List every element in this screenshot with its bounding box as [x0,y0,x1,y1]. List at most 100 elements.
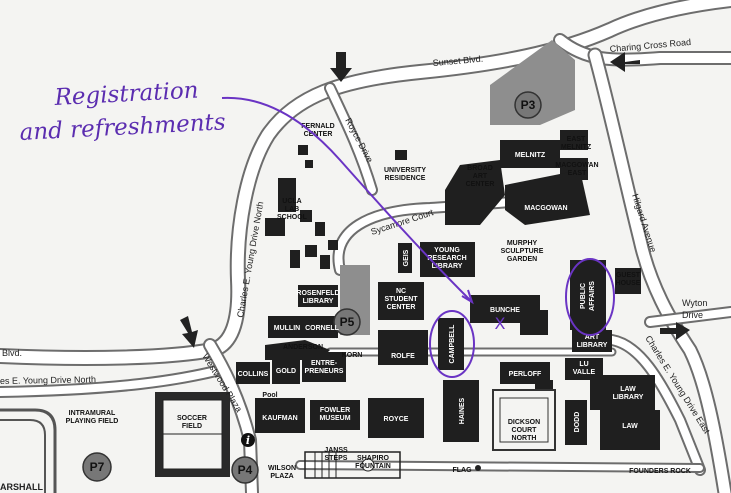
label-rosenfeld-1: ROSENFELD [296,290,339,297]
label-nc-3: CENTER [387,304,416,311]
label-founders-rock: FOUNDERS ROCK [629,468,691,475]
label-entre-2: PRENEURS [305,368,344,375]
label-lu-valle-1: LU [579,361,588,368]
label-public-affairs-1: PUBLIC [580,283,587,309]
info-icon[interactable]: i [241,433,255,447]
parking-p7-label: P7 [90,460,105,474]
label-fernald-2: CENTER [304,131,333,138]
handwritten-annotation: Registration and refreshments X [19,77,615,378]
entrance-arrow-icon [660,322,690,340]
label-royce: ROYCE [384,416,409,423]
label-anderson: ANDERSON [283,344,323,351]
label-janss-2: STEPS [325,455,348,462]
label-rosenfeld-2: LIBRARY [303,298,334,305]
building-labels: FERNALD CENTER UNIVERSITY RESIDENCE BROA… [66,123,691,480]
entrance-arrow-icon [180,316,198,348]
label-kaufman: KAUFMAN [262,415,297,422]
parking-p5-label: P5 [340,315,355,329]
parking-p5-badge[interactable]: P5 [333,308,361,336]
label-wilson-1: WILSON [268,465,296,472]
buildings [236,130,660,450]
label-guest-1: GUEST [616,272,641,279]
label-macgowan-east-2: EAST [568,170,587,177]
highlight-circle-campbell [429,310,475,378]
label-murphy-1: MURPHY [507,240,538,247]
label-korn: KORN [342,352,363,359]
label-haines: HAINES [459,397,466,424]
label-shapiro-2: FOUNTAIN [355,463,391,470]
flag-marker [475,465,481,471]
intramural-track [0,408,57,493]
parking-lot-p3 [490,40,575,125]
label-lab-3: SCHOOL [277,214,308,221]
label-entre-1: ENTRE- [311,360,338,367]
street-label-sunset: Sunset Blvd. [432,54,483,68]
label-lab-1: UCLA [282,198,301,205]
label-art-library-2: LIBRARY [577,342,608,349]
soccer-field [155,392,230,477]
label-art-library-1: ART [585,334,600,341]
label-murphy-3: GARDEN [507,256,537,263]
label-dickson-1: DICKSON [508,419,540,426]
label-macgowan: MACGOWAN [524,205,567,212]
janss-steps [304,451,401,479]
dickson-court-north [492,389,556,451]
label-melnitz: MELNITZ [515,152,546,159]
street-label-young-north-horizontal: es E. Young Drive North [0,374,96,386]
label-guest-2: HOUSE [616,280,641,287]
highlight-circle-public-affairs [565,258,615,336]
label-nc-1: NC [396,288,406,295]
label-pool: Pool [262,392,277,399]
street-label-blvd: Blvd. [2,348,22,358]
label-nc-2: STUDENT [384,296,418,303]
annotation-line-1: Registration [53,77,199,111]
label-fernald-1: FERNALD [301,123,334,130]
label-flag: FLAG [452,467,472,474]
label-fowler-1: FOWLER [320,407,350,414]
parking-p3-label: P3 [521,98,536,112]
parking-p3-badge[interactable]: P3 [514,91,542,119]
label-law-library-1: LAW [620,386,636,393]
label-lu-valle-2: VALLE [573,369,596,376]
entrance-arrow-icon [330,52,352,82]
label-law-library-2: LIBRARY [613,394,644,401]
label-law: LAW [622,423,638,430]
label-intramural-2: PLAYING FIELD [66,418,119,425]
label-mullin: MULLIN [274,325,300,332]
entrance-arrow-icon [610,52,640,72]
label-shapiro-1: SHAPIRO [357,455,389,462]
label-dodd: DODD [574,412,581,433]
label-cornell: CORNELL [305,325,340,332]
label-geis: GEIS [403,249,410,266]
label-janss-1: JANSS [324,447,348,454]
label-gold: GOLD [276,368,296,375]
label-east-melnitz-1: EAST [567,136,586,143]
label-lab-2: LAB [285,206,299,213]
label-young-2: RESEARCH [427,255,466,262]
svg-text:i: i [246,434,250,447]
parking-p4-label: P4 [238,463,253,477]
label-east-melnitz-2: MELNITZ [561,144,592,151]
street-label-marshall: ARSHALL [0,482,43,492]
label-public-affairs-2: AFFAIRS [589,281,596,311]
annotation-line-2: and refreshments [19,109,226,146]
label-university-1: UNIVERSITY [384,167,426,174]
label-campbell: CAMPBELL [449,324,456,364]
label-university-2: RESIDENCE [385,175,426,182]
label-intramural-1: INTRAMURAL [69,410,116,417]
label-dickson-3: NORTH [512,435,537,442]
street-label-wyton-1: Wyton [682,298,707,308]
label-rolfe: ROLFE [391,353,415,360]
parking-p7-badge[interactable]: P7 [82,452,112,482]
label-perloff: PERLOFF [509,371,542,378]
label-broad-2: ART [473,173,488,180]
label-soccer-1: SOCCER [177,415,207,422]
street-label-wyton-2: Drive [682,310,703,320]
label-young-1: YOUNG [434,247,460,254]
parking-p4-badge[interactable]: P4 [231,456,259,484]
label-collins: COLLINS [238,371,269,378]
label-young-3: LIBRARY [432,263,463,270]
label-broad-3: CENTER [466,181,495,188]
label-dickson-2: COURT [512,427,538,434]
